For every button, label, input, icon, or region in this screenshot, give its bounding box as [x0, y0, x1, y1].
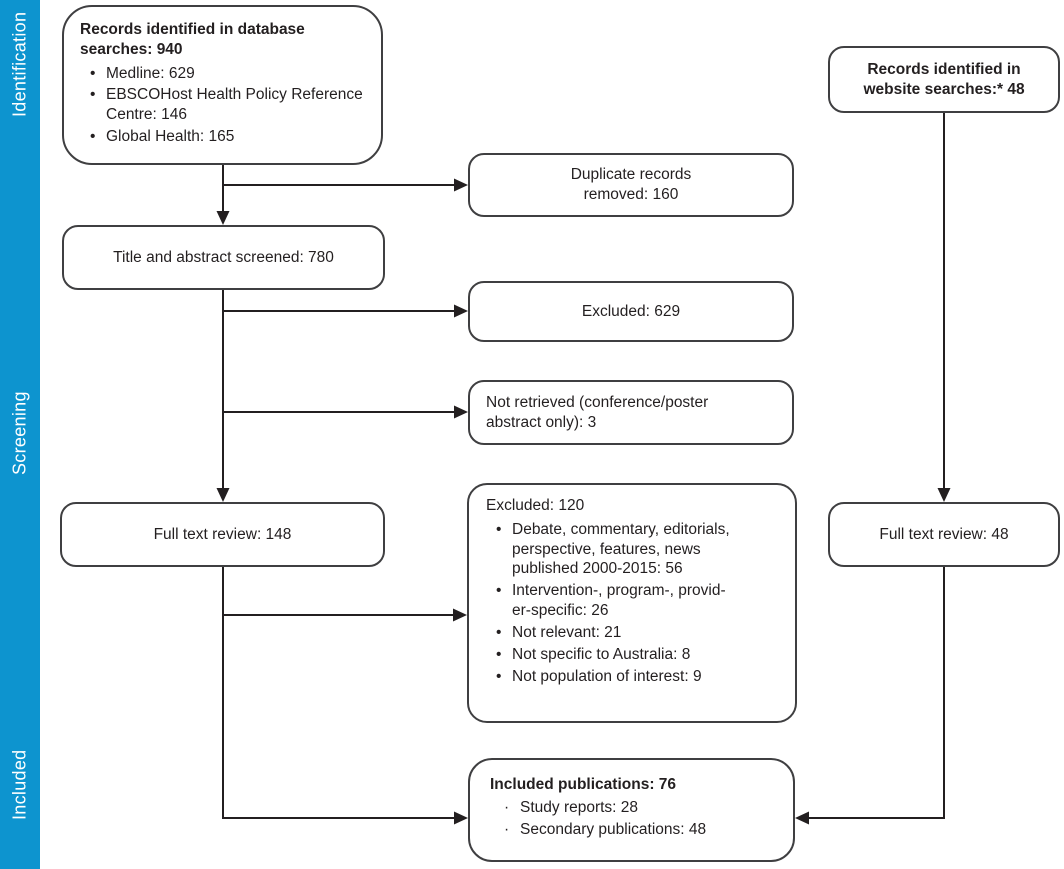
stage-sidebar — [0, 0, 40, 869]
box-title: Included publications: 76 — [490, 776, 677, 793]
box-text: Full text review: 148 — [153, 525, 292, 543]
list-item: • Not specific to Australia: 8 — [496, 645, 783, 665]
bullet-icon: • — [496, 582, 502, 600]
bullet-text: Study reports: 28 — [520, 798, 639, 816]
box-text: Not retrieved (conference/poster abstrac… — [486, 393, 709, 431]
box-text: Records identified in website searches:*… — [863, 60, 1025, 98]
bullet-text: Secondary publications: 48 — [520, 820, 707, 838]
bullet-icon: • — [90, 86, 96, 104]
box-text: Title and abstract screened: 780 — [113, 248, 334, 266]
stage-label-identification: Identification — [9, 11, 30, 117]
list-item: • Not population of interest: 9 — [496, 667, 783, 687]
list-item: • Debate, commentary, editorials, perspec… — [496, 520, 783, 579]
bullet-list: • Medline: 629 • EBSCOHost Health Policy R… — [80, 64, 367, 147]
bullet-icon: • — [90, 64, 96, 82]
list-item: · Secondary publications: 48 — [504, 820, 781, 840]
bullet-text: Intervention-, program-, provid- er-spec… — [512, 582, 726, 620]
bullet-text: Not population of interest: 9 — [512, 667, 702, 685]
list-item: • Global Health: 165 — [90, 127, 367, 147]
arrow-fulltext-to-excluded120 — [223, 608, 467, 622]
bullet-list: · Study reports: 28 · Secondary publicatio… — [490, 798, 781, 840]
box-text: Full text review: 48 — [879, 525, 1009, 543]
box-excluded-120: Excluded: 120 • Debate, commentary, edito… — [467, 483, 797, 723]
box-excluded-629: Excluded: 629 — [468, 281, 794, 342]
bullet-text: Not specific to Australia: 8 — [512, 645, 691, 663]
bullet-text: Global Health: 165 — [106, 128, 235, 146]
stage-label-included: Included — [9, 749, 30, 821]
bullet-text: Debate, commentary, editorials, perspect… — [512, 520, 730, 578]
bullet-text: Not relevant: 21 — [512, 623, 622, 641]
list-item: • EBSCOHost Health Policy Reference Centr… — [90, 85, 367, 125]
stage-label-screening: Screening — [9, 391, 30, 475]
box-not-retrieved: Not retrieved (conference/poster abstrac… — [468, 380, 794, 445]
bullet-icon: · — [504, 820, 510, 838]
box-full-text-review-148: Full text review: 148 — [60, 502, 385, 567]
list-item: • Not relevant: 21 — [496, 623, 783, 643]
box-included-publications: Included publications: 76 · Study reports… — [468, 758, 795, 862]
arrow-website-to-fulltext48 — [937, 113, 951, 502]
bullet-icon: • — [496, 623, 502, 641]
box-records-website: Records identified in website searches:*… — [828, 46, 1060, 113]
bullet-text: Medline: 629 — [106, 64, 195, 82]
arrow-db-to-duplicates — [223, 178, 468, 192]
box-full-text-review-48: Full text review: 48 — [828, 502, 1060, 567]
list-item: • Medline: 629 — [90, 64, 367, 84]
arrow-screened-to-fulltext — [216, 290, 230, 502]
box-duplicates-removed: Duplicate records removed: 160 — [468, 153, 794, 217]
arrow-screened-to-excluded629 — [223, 304, 468, 318]
arrow-screened-to-notretrieved — [223, 405, 468, 419]
box-title: Excluded: 120 — [486, 497, 585, 514]
bullet-text: EBSCOHost Health Policy Reference Centre… — [106, 86, 363, 124]
bullet-icon: • — [496, 645, 502, 663]
box-title-abstract-screened: Title and abstract screened: 780 — [62, 225, 385, 290]
box-text: Excluded: 629 — [581, 302, 681, 320]
arrow-fulltext48-to-included — [795, 567, 945, 825]
bullet-icon: • — [496, 667, 502, 685]
box-records-database: Records identified in database searches:… — [62, 5, 383, 165]
arrow-fulltext-to-included — [222, 567, 468, 825]
bullet-icon: · — [504, 798, 510, 816]
bullet-icon: • — [90, 128, 96, 146]
box-text: Duplicate records removed: 160 — [570, 166, 692, 203]
box-title: Records identified in database searches:… — [80, 21, 305, 58]
list-item: · Study reports: 28 — [504, 798, 781, 818]
arrow-db-to-screened — [216, 165, 230, 225]
bullet-list: • Debate, commentary, editorials, perspec… — [486, 520, 783, 687]
list-item: • Intervention-, program-, provid- er-spe… — [496, 581, 783, 621]
bullet-icon: • — [496, 520, 502, 538]
